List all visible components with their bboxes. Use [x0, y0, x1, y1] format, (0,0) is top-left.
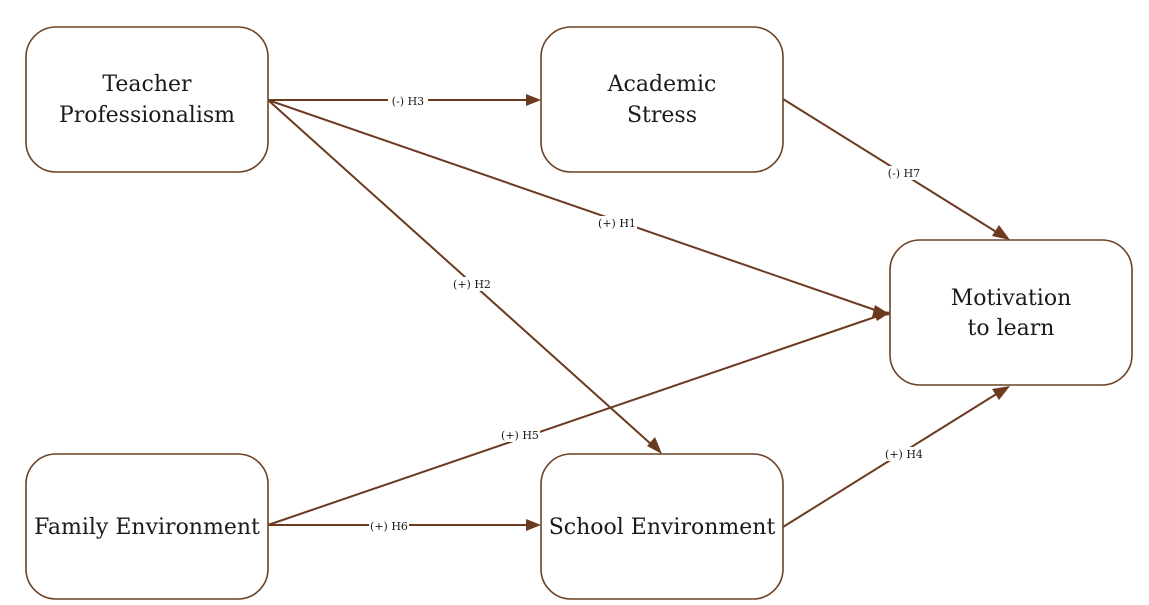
edge-label-h3: (-) H3	[392, 95, 424, 108]
edge-label-h1: (+) H1	[598, 217, 636, 230]
node-motivation-to-learn: Motivation to learn	[889, 239, 1133, 386]
node-teacher-line-1: Teacher	[102, 72, 192, 97]
edge-stress-to-motivation: (-) H7	[782, 98, 1010, 240]
node-teacher-line-2: Professionalism	[59, 103, 235, 128]
node-school-line-1: School Environment	[549, 515, 776, 540]
edge-label-h7: (-) H7	[888, 167, 920, 180]
node-stress-line-2: Stress	[627, 103, 697, 128]
edge-family-to-school: (+) H6	[268, 519, 541, 533]
edge-family-to-motivation: (+) H5	[267, 310, 891, 526]
node-motivation-line-2: to learn	[968, 316, 1055, 341]
edge-label-h5: (+) H5	[501, 429, 539, 442]
node-stress-line-1: Academic	[607, 72, 717, 97]
node-academic-stress: Academic Stress	[540, 26, 784, 173]
node-motivation-line-1: Motivation	[951, 286, 1071, 311]
node-school-environment: School Environment	[540, 453, 784, 600]
node-family-environment: Family Environment	[25, 453, 269, 600]
edge-teacher-to-stress: (-) H3	[268, 94, 541, 108]
edge-teacher-to-motivation: (+) H1	[267, 99, 891, 317]
edge-school-to-motivation: (+) H4	[782, 386, 1010, 528]
edge-label-h6: (+) H6	[370, 520, 408, 533]
edge-label-h4: (+) H4	[885, 448, 923, 461]
node-teacher-professionalism: Teacher Professionalism	[25, 26, 269, 173]
edge-label-h2: (+) H2	[453, 278, 491, 291]
edge-teacher-to-school: (+) H2	[267, 99, 662, 454]
node-family-line-1: Family Environment	[34, 515, 260, 540]
